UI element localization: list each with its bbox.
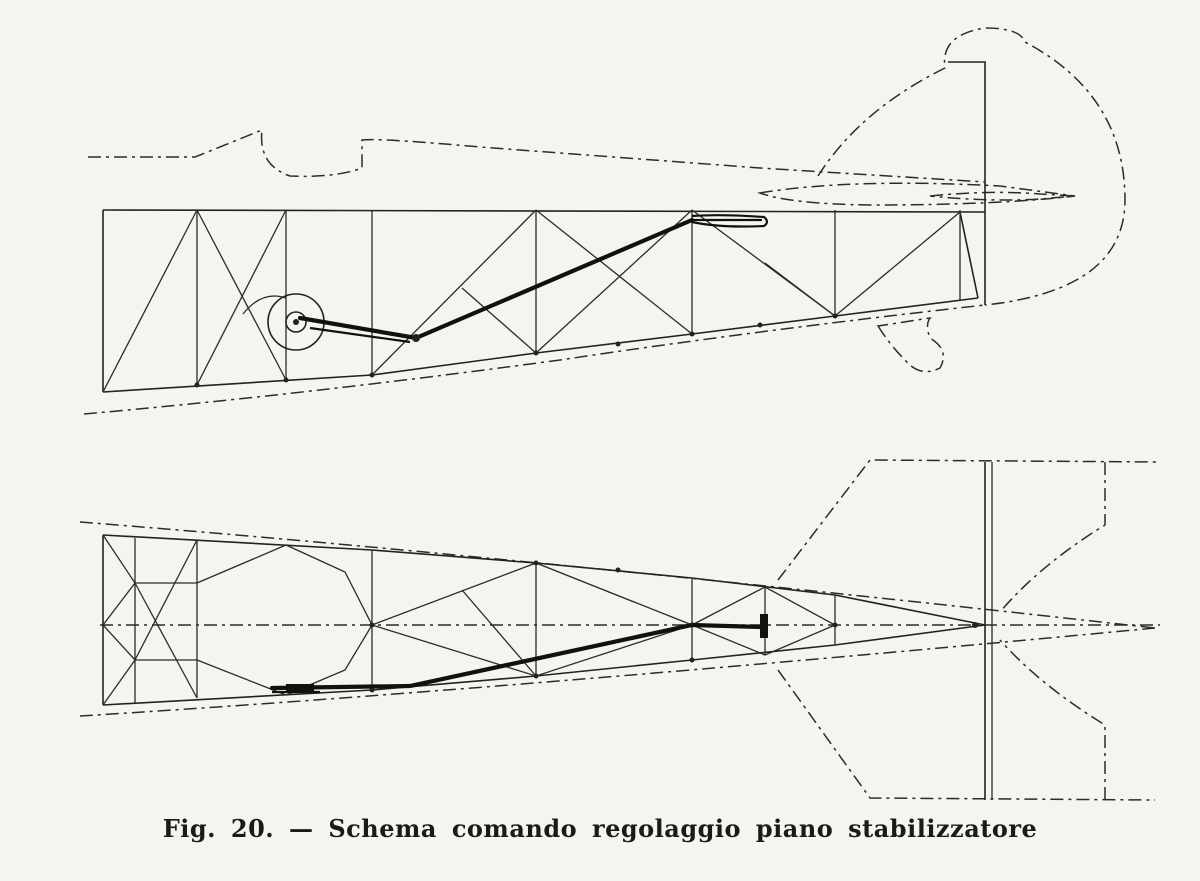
top-view bbox=[79, 459, 1161, 801]
side-tail-box bbox=[959, 211, 979, 299]
side-tail-skid bbox=[876, 316, 945, 373]
top-upper-outline bbox=[79, 521, 1156, 629]
side-posts bbox=[196, 210, 961, 385]
top-posts bbox=[134, 538, 836, 703]
side-rudder-post bbox=[948, 61, 986, 305]
side-upper-outline bbox=[88, 128, 986, 183]
side-lower-longeron bbox=[102, 297, 979, 393]
figure-caption: Fig. 20. — Schema comando regolaggio pia… bbox=[162, 814, 1038, 843]
side-joints bbox=[194, 313, 838, 388]
top-bracing bbox=[102, 534, 837, 706]
side-fairing-inner bbox=[929, 191, 1076, 201]
side-view bbox=[83, 27, 1126, 415]
side-fairing bbox=[757, 182, 1076, 206]
top-joints bbox=[369, 560, 978, 693]
side-bracing bbox=[102, 209, 961, 393]
top-lower-outline bbox=[79, 627, 1156, 717]
side-lower-outline bbox=[83, 304, 986, 415]
top-lower-longeron bbox=[102, 624, 986, 706]
side-control-rod bbox=[297, 214, 769, 344]
side-upper-longeron bbox=[102, 209, 986, 213]
top-control-rod bbox=[269, 614, 768, 694]
top-upper-longeron bbox=[102, 534, 986, 626]
side-rudder-outline bbox=[817, 27, 1126, 306]
